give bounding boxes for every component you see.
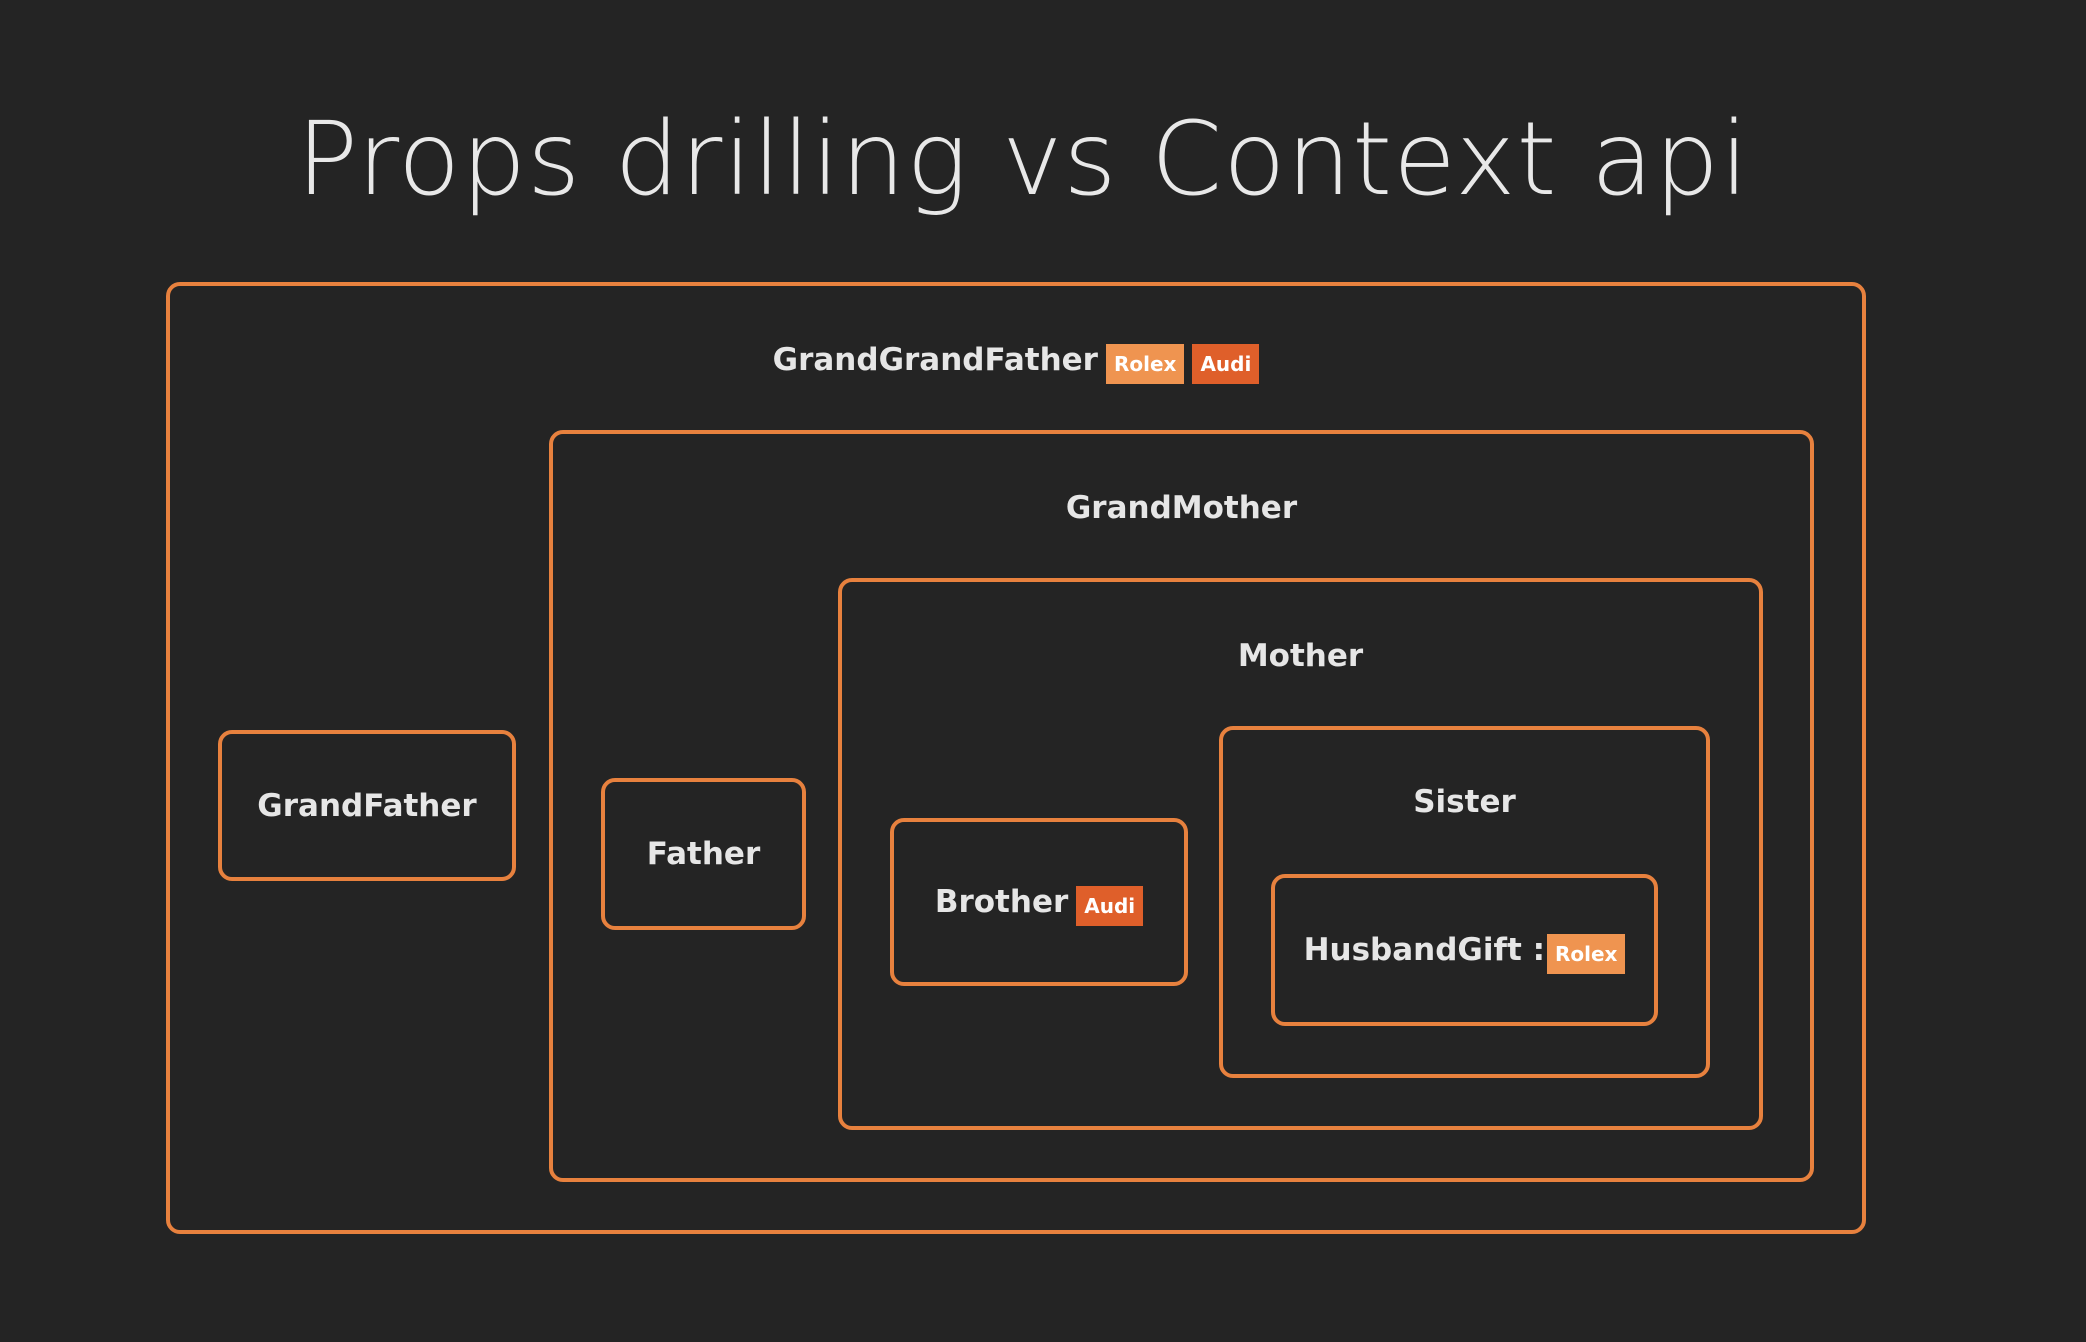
- sister-box: Sister: [1219, 726, 1710, 1078]
- father-box: Father: [601, 778, 806, 930]
- mother-box: Mother: [838, 578, 1763, 1130]
- husbandgift-label: HusbandGift :: [1303, 932, 1545, 968]
- husbandgift-label-row: HusbandGift : Rolex: [1275, 878, 1654, 1022]
- grandfather-label-row: GrandFather: [222, 734, 512, 877]
- brother-label-row: Brother Audi: [894, 822, 1184, 982]
- grandmother-label-row: GrandMother: [553, 490, 1810, 526]
- mother-label-row: Mother: [842, 638, 1759, 674]
- page-title: Props drilling vs Context api: [296, 100, 1750, 219]
- brother-label: Brother: [934, 884, 1069, 920]
- grandgrandfather-box: GrandGrandFather Rolex Audi: [166, 282, 1866, 1234]
- grandfather-box: GrandFather: [218, 730, 516, 881]
- audi-badge: Audi: [1192, 344, 1260, 384]
- rolex-badge: Rolex: [1105, 344, 1185, 384]
- brother-box: Brother Audi: [890, 818, 1188, 986]
- audi-badge: Audi: [1076, 886, 1144, 926]
- sister-label: Sister: [1413, 784, 1516, 820]
- grandmother-box: GrandMother: [549, 430, 1814, 1182]
- grandfather-label: GrandFather: [257, 787, 477, 824]
- father-label: Father: [646, 836, 761, 872]
- rolex-badge: Rolex: [1546, 934, 1626, 974]
- grandgrandfather-label: GrandGrandFather: [772, 342, 1098, 378]
- father-label-row: Father: [605, 782, 802, 926]
- grandgrandfather-label-row: GrandGrandFather Rolex Audi: [170, 340, 1862, 384]
- grandmother-label: GrandMother: [1065, 490, 1298, 526]
- sister-label-row: Sister: [1223, 784, 1706, 820]
- husbandgift-box: HusbandGift : Rolex: [1271, 874, 1658, 1026]
- mother-label: Mother: [1237, 638, 1364, 674]
